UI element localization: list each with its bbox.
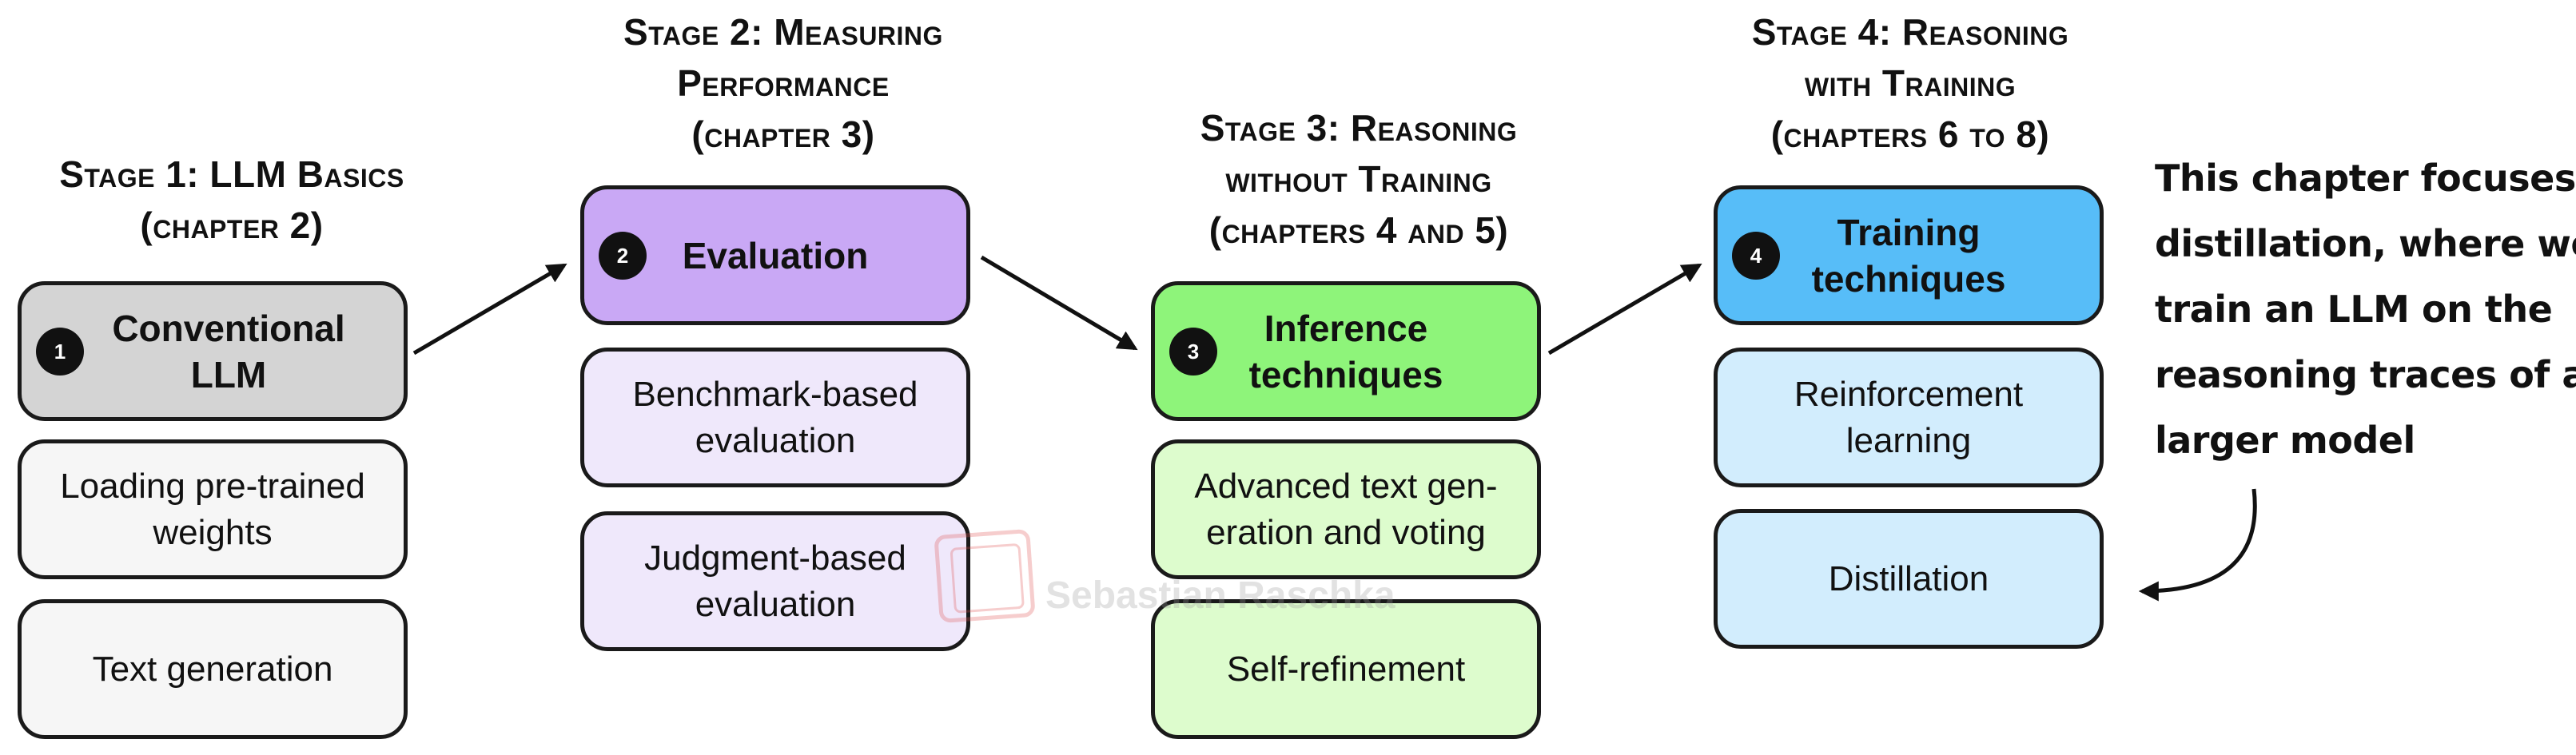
text-generation-box: Text generation (18, 599, 408, 739)
box-label: Distillation (1828, 558, 1989, 598)
judgment-evaluation-box: Judgment-based evaluation (580, 511, 970, 651)
distillation-box: Distillation (1714, 509, 2104, 649)
box-label: Training techniques (1811, 211, 2006, 300)
stage-1-title-line: Stage 1: LLM Basics (59, 153, 404, 195)
step-3-badge: 3 (1169, 327, 1217, 376)
step-2-badge: 2 (599, 231, 647, 280)
stage-4-title-line: with Training (1804, 62, 2017, 104)
benchmark-evaluation-box: Benchmark-based evaluation (580, 348, 970, 487)
arrow-note-to-distillation (2138, 488, 2257, 602)
box-label: Evaluation (682, 234, 869, 276)
step-1-badge: 1 (36, 327, 84, 376)
box-label: Benchmark-based evaluation (632, 374, 918, 460)
note-line: reasoning traces of a (2155, 353, 2576, 396)
stage-4-title-line: Stage 4: Reasoning (1751, 11, 2069, 53)
box-label: Conventional LLM (112, 307, 345, 395)
box-label: Judgment-based evaluation (644, 538, 906, 624)
stage-2-title-line: Stage 2: Measuring (623, 11, 943, 53)
chapter-note: This chapter focuses on distillation, wh… (2155, 145, 2576, 473)
stage-3-title-line: without Training (1225, 158, 1492, 200)
stage-2-title-line: (chapter 3) (691, 113, 875, 155)
stage-1-title-line: (chapter 2) (140, 205, 324, 246)
box-label: Text generation (92, 649, 333, 689)
self-refinement-box: Self-refinement (1151, 599, 1541, 739)
box-label: Advanced text gen- eration and voting (1194, 466, 1498, 552)
conventional-llm-box: 1 Conventional LLM (18, 281, 408, 421)
evaluation-box: 2 Evaluation (580, 185, 970, 325)
arrow-stage3-to-stage4 (1547, 263, 1702, 356)
stage-4-title: Stage 4: Reasoning with Training (chapte… (1686, 6, 2134, 160)
stage-3-title: Stage 3: Reasoning without Training (cha… (1119, 102, 1599, 256)
stage-3-title-line: (chapters 4 and 5) (1208, 209, 1509, 251)
box-label: Loading pre-trained weights (60, 466, 365, 552)
reinforcement-learning-box: Reinforcement learning (1714, 348, 2104, 487)
watermark: Sebastian Raschka (934, 527, 1395, 631)
loading-weights-box: Loading pre-trained weights (18, 439, 408, 579)
arrow-stage2-to-stage3 (980, 255, 1138, 351)
note-line: distillation, where we (2155, 222, 2576, 265)
watermark-text: Sebastian Raschka (1045, 574, 1395, 617)
stage-3-title-line: Stage 3: Reasoning (1200, 107, 1518, 149)
advanced-text-generation-box: Advanced text gen- eration and voting (1151, 439, 1541, 579)
step-4-badge: 4 (1732, 231, 1780, 280)
stage-2-title-line: Performance (677, 62, 890, 104)
inference-techniques-box: 3 Inference techniques (1151, 281, 1541, 421)
stage-4-title-line: (chapters 6 to 8) (1770, 113, 2050, 155)
note-line: larger model (2155, 419, 2415, 462)
box-label: Inference techniques (1248, 307, 1443, 395)
box-label: Reinforcement learning (1794, 374, 2024, 460)
training-techniques-box: 4 Training techniques (1714, 185, 2104, 325)
stage-2-title: Stage 2: Measuring Performance (chapter … (559, 6, 1007, 160)
box-label: Self-refinement (1226, 649, 1466, 689)
stage-1-title: Stage 1: LLM Basics (chapter 2) (16, 149, 448, 251)
note-line: train an LLM on the (2155, 288, 2553, 331)
note-line: This chapter focuses on (2155, 157, 2576, 200)
arrow-stage1-to-stage2 (412, 263, 567, 356)
